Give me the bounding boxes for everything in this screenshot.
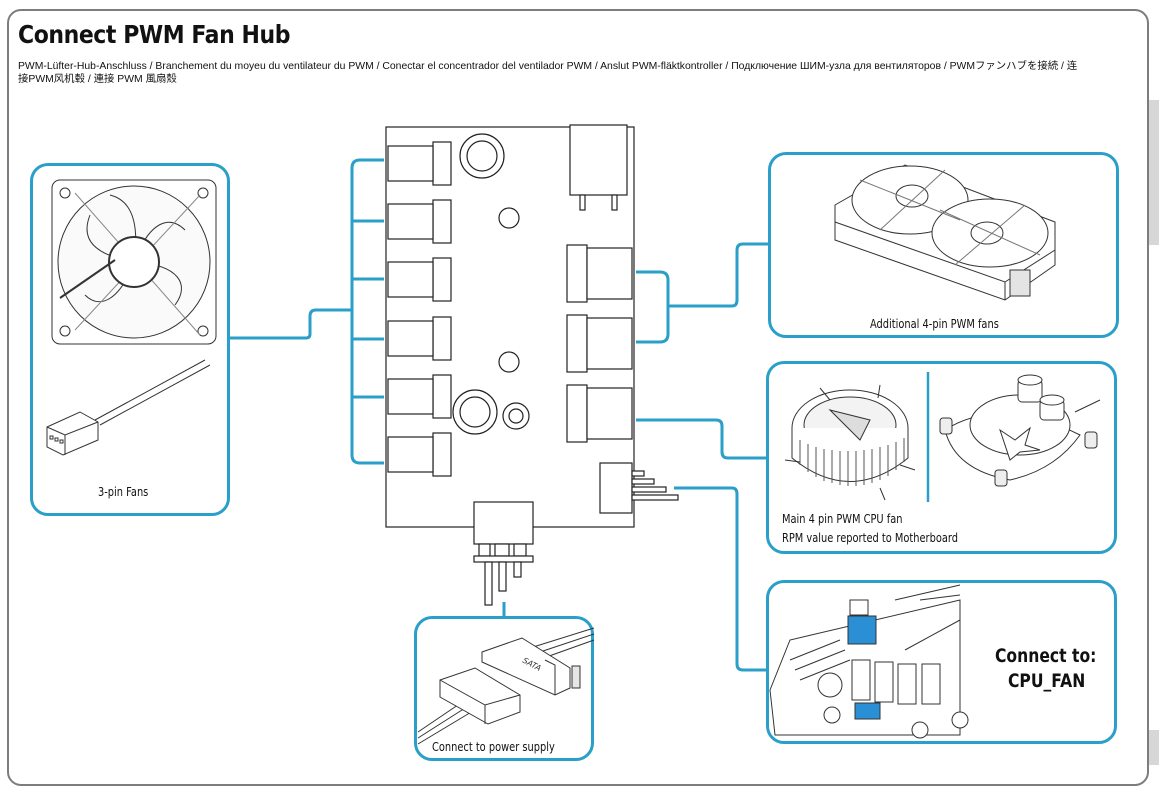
fan-hub-board (385, 124, 679, 606)
left-headers (387, 141, 452, 477)
water-block-illustration (939, 374, 1101, 487)
bracket-pwm-right (636, 270, 670, 344)
bracket-left-header (350, 158, 384, 465)
cpu-cooler-illustration (784, 372, 930, 502)
line-to-cpu-fan (636, 418, 766, 460)
motherboard-illustration (769, 584, 969, 739)
caption-3pin-fans: 3-pin Fans (98, 485, 149, 499)
caption-connect-to: Connect to: (995, 645, 1097, 667)
page-title: Connect PWM Fan Hub (18, 20, 291, 49)
connector-lines (230, 158, 768, 672)
caption-power-supply: Connect to power supply (432, 740, 555, 754)
three-pin-fan-illustration (46, 179, 217, 456)
side-tab-top (1149, 100, 1159, 245)
caption-cpu-fan-line2: RPM value reported to Motherboard (782, 531, 959, 545)
sata-connector-illustration (417, 627, 595, 745)
caption-cpu-fan-line1: Main 4 pin PWM CPU fan (782, 512, 903, 526)
line-to-motherboard (674, 486, 766, 672)
page-subtitle: PWM-Lüfter-Hub-Anschluss / Branchement d… (18, 61, 1078, 85)
line-to-additional-pwm (668, 242, 768, 308)
radiator-illustration (834, 164, 1056, 301)
side-tab-bottom (1149, 730, 1159, 765)
right-headers (566, 244, 633, 443)
caption-cpu-fan-header: CPU_FAN (1008, 670, 1086, 692)
line-3pin-to-hub (230, 308, 352, 340)
cpu-fan-header-highlight (847, 615, 877, 645)
caption-additional-pwm: Additional 4-pin PWM fans (870, 317, 999, 331)
